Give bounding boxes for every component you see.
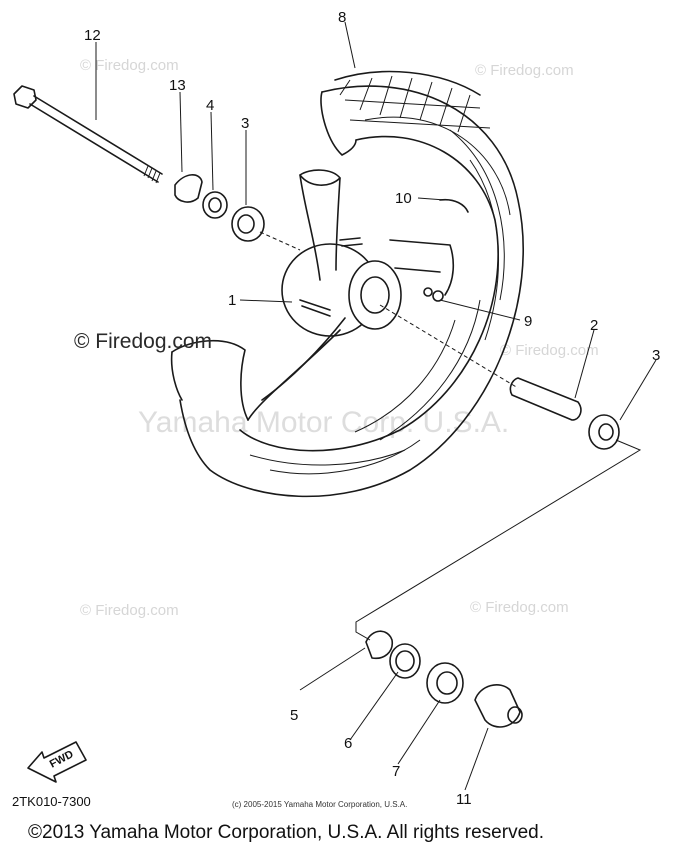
part-labels: 12 13 4 3 8 10 1 9 2 3 5 6 7 11: [84, 9, 660, 808]
axle: [13, 85, 163, 184]
diagram-code: 2TK010-7300: [12, 794, 91, 809]
watermark-firedog: © Firedog.com: [470, 599, 569, 616]
label-13: 13: [169, 77, 186, 94]
label-4: 4: [206, 97, 214, 114]
label-12: 12: [84, 27, 101, 44]
label-5: 5: [290, 707, 298, 724]
watermark-firedog-dark: © Firedog.com: [74, 330, 212, 353]
watermark-layer: © Firedog.com © Firedog.com © Firedog.co…: [80, 57, 599, 619]
left-side-parts: [174, 174, 265, 242]
label-9: 9: [524, 313, 532, 330]
fwd-arrow-icon: FWD: [27, 741, 87, 783]
label-7: 7: [392, 763, 400, 780]
watermark-firedog: © Firedog.com: [80, 602, 179, 619]
wheel-hub: [247, 169, 469, 421]
watermark-firedog: © Firedog.com: [80, 57, 179, 74]
label-10: 10: [395, 190, 412, 207]
small-copyright: (c) 2005-2015 Yamaha Motor Corporation, …: [232, 800, 407, 809]
speedometer-parts: [365, 630, 523, 728]
watermark-firedog: © Firedog.com: [500, 342, 599, 359]
watermark-firedog: © Firedog.com: [475, 62, 574, 79]
label-6: 6: [344, 735, 352, 752]
tire: [170, 70, 525, 498]
copyright-footer: ©2013 Yamaha Motor Corporation, U.S.A. A…: [28, 822, 544, 843]
label-3b: 3: [652, 347, 660, 364]
label-11: 11: [456, 791, 472, 808]
watermark-yamaha: Yamaha Motor Corp. U.S.A.: [138, 406, 509, 439]
label-1: 1: [228, 292, 236, 309]
leader-lines: [95, 21, 657, 791]
right-side-parts: [509, 377, 620, 450]
label-3: 3: [241, 115, 249, 132]
label-2: 2: [590, 317, 598, 334]
label-8: 8: [338, 9, 346, 26]
